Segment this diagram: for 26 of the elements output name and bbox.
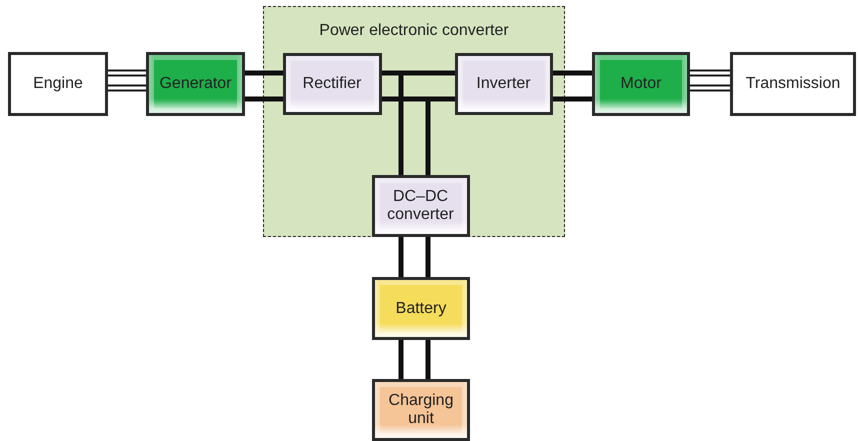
node-label: Charging unit [388, 392, 454, 428]
node-label: Generator [158, 75, 233, 93]
node-label: Battery [394, 300, 448, 318]
converter-panel [263, 6, 565, 237]
wire-connector [398, 338, 430, 382]
node-label: Rectifier [302, 74, 362, 92]
rectifier-box [282, 52, 382, 114]
node-label: Inverter [475, 74, 532, 92]
engine-box [8, 52, 108, 116]
wire-connector [398, 234, 430, 280]
generator-box [146, 52, 245, 116]
inverter-box [454, 52, 552, 114]
panel-title: Power electronic converter [318, 22, 510, 40]
charging-unit-box [372, 379, 470, 441]
node-label: DC–DC converter [386, 188, 455, 224]
node-label: Transmission [744, 75, 842, 93]
transmission-box [730, 52, 856, 116]
converter-box [372, 174, 470, 236]
shaft-connector [106, 72, 148, 90]
wire-connector [550, 70, 594, 102]
node-label: Motor [620, 75, 662, 93]
battery-box [372, 277, 470, 340]
wire-connector [242, 70, 286, 102]
node-label: Engine [32, 75, 84, 93]
motor-box [592, 52, 690, 116]
shaft-connector [688, 72, 732, 90]
